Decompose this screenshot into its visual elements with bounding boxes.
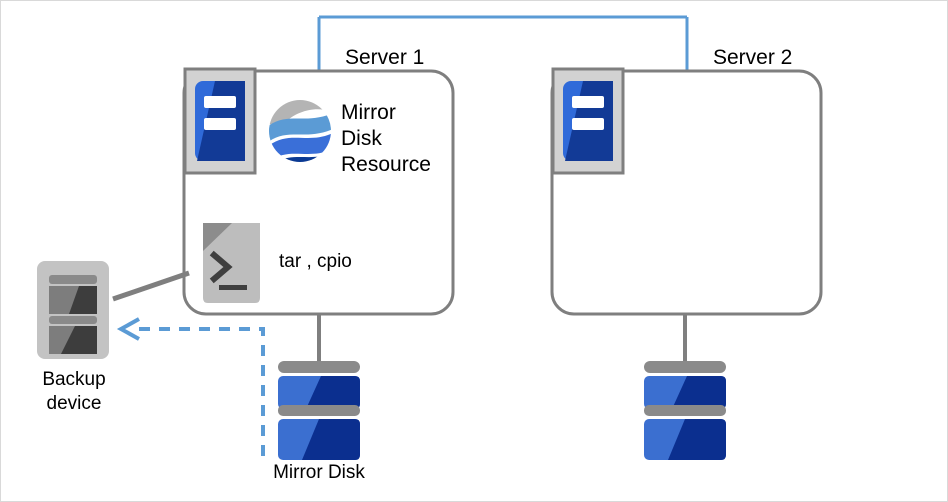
- server2-box: [550, 69, 823, 316]
- mirror-disk-icon-1: [278, 361, 360, 460]
- server-icon-2: [551, 67, 625, 175]
- server2-label: Server 2: [713, 46, 793, 69]
- mirror-disk-resource-line3: Resource: [341, 153, 431, 176]
- server1-box: [182, 69, 455, 316]
- server-icon-1: [183, 67, 257, 175]
- mirror-disk-icon-2: [644, 361, 726, 460]
- mirror-disk-resource-globe-icon: [269, 100, 331, 162]
- mirror-disk-resource-line2: Disk: [341, 127, 382, 150]
- mirror-disk-label: Mirror Disk: [273, 462, 365, 483]
- terminal-script-icon: [203, 223, 260, 303]
- mirror-disk-resource-line1: Mirror: [341, 101, 396, 124]
- backup-device-label-line1: Backup: [42, 369, 106, 390]
- server1-label: Server 1: [345, 46, 425, 69]
- connection-script-to-backup: [112, 270, 190, 302]
- backup-device-icon: [37, 261, 109, 359]
- backup-device-label-line2: device: [46, 393, 102, 414]
- script-tool-label: tar , cpio: [279, 251, 352, 272]
